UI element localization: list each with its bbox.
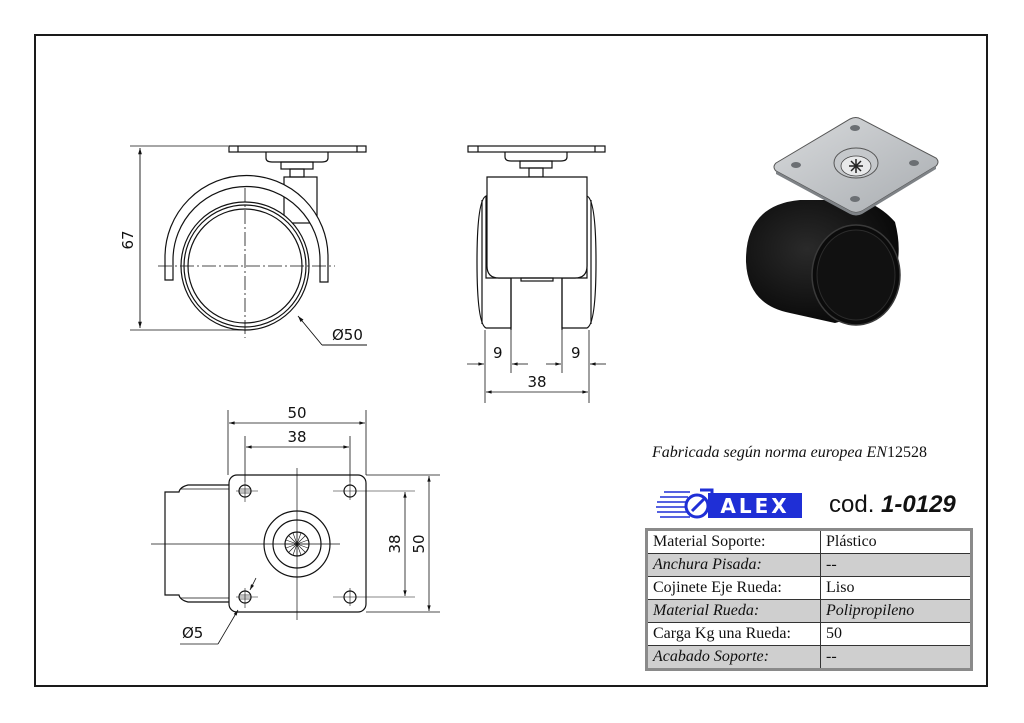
spec-value: 50 xyxy=(820,622,972,646)
standard-number: 12528 xyxy=(886,444,927,461)
product-code-label: cod. xyxy=(829,491,875,518)
side-wheel-diameter-dim: Ø50 xyxy=(332,326,363,344)
spec-row-anchura-pisada: Anchura Pisada: -- xyxy=(646,553,972,577)
top-hole-spacing-x-dim: 38 xyxy=(287,428,306,446)
top-plate-height-dim: 50 xyxy=(410,534,428,553)
standard-compliance-note: Fabricada según norma europea EN12528 xyxy=(652,444,927,462)
product-code: cod. 1-0129 xyxy=(829,491,956,519)
spec-row-acabado-soporte: Acabado Soporte: -- xyxy=(646,645,972,670)
spec-value: Polipropileno xyxy=(820,599,972,623)
drawing-border-frame xyxy=(34,34,988,687)
spec-label: Material Soporte: xyxy=(646,529,821,554)
logo-blue-box xyxy=(708,493,802,518)
side-bearing-cup xyxy=(265,152,329,163)
spec-value: -- xyxy=(820,553,972,577)
standard-note-prefix: Fabricada según norma europea EN xyxy=(652,444,887,461)
top-hole-spacing-y-dim: 38 xyxy=(386,534,404,553)
alex-brand-logo: ALEX xyxy=(652,484,804,522)
spec-row-material-rueda: Material Rueda: Polipropileno xyxy=(646,599,972,623)
front-view xyxy=(467,145,606,403)
spec-label: Cojinete Eje Rueda: xyxy=(646,576,821,600)
logo-speed-lines-icon xyxy=(656,491,690,518)
top-plate-width-dim: 50 xyxy=(287,404,306,422)
spec-row-cojinete-eje-rueda: Cojinete Eje Rueda: Liso xyxy=(646,576,972,600)
front-fork-body xyxy=(486,176,588,279)
spec-row-material-soporte: Material Soporte: Plástico xyxy=(646,529,972,554)
spec-label: Carga Kg una Rueda: xyxy=(646,622,821,646)
spec-value: -- xyxy=(820,645,972,670)
side-view xyxy=(130,145,367,346)
front-wheel-left xyxy=(476,195,512,329)
side-plate xyxy=(228,145,367,153)
front-left-tread-dim: 9 xyxy=(493,344,503,362)
isometric-caster-render xyxy=(745,117,939,326)
side-height-dim: 67 xyxy=(119,230,137,249)
front-width-dim: 38 xyxy=(527,373,546,391)
spec-label: Acabado Soporte: xyxy=(646,645,821,670)
product-code-value: 1-0129 xyxy=(881,491,956,518)
logo-text: ALEX xyxy=(720,494,790,518)
front-right-tread-dim: 9 xyxy=(571,344,581,362)
specification-table: Material Soporte: Plástico Anchura Pisad… xyxy=(645,528,973,671)
side-fork-block xyxy=(283,176,318,224)
spec-value: Liso xyxy=(820,576,972,600)
spec-label: Material Rueda: xyxy=(646,599,821,623)
spec-label: Anchura Pisada: xyxy=(646,553,821,577)
top-view xyxy=(151,410,440,645)
spec-value: Plástico xyxy=(820,529,972,554)
spec-row-carga-kg: Carga Kg una Rueda: 50 xyxy=(646,622,972,646)
top-hole-diameter-dim: Ø5 xyxy=(182,624,203,642)
